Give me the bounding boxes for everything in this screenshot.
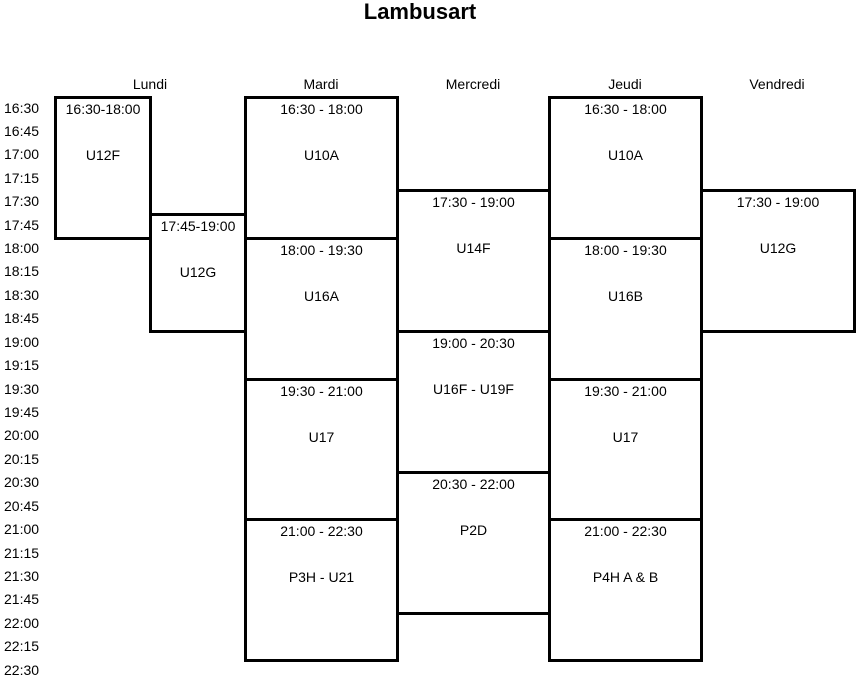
day-header-vendredi: Vendredi (749, 76, 805, 92)
session-team: U10A (607, 147, 644, 163)
session-time: 16:30 - 18:00 (280, 101, 363, 117)
time-label: 20:30 (4, 474, 40, 490)
time-label: 20:00 (4, 427, 40, 443)
session-block: 16:30 - 18:00 U10A (244, 96, 399, 240)
session-time: 19:00 - 20:30 (432, 335, 515, 351)
day-header-jeudi: Jeudi (608, 76, 642, 92)
time-label: 18:00 (4, 240, 40, 256)
session-block: 17:30 - 19:00 U14F (396, 189, 551, 333)
time-label: 22:15 (4, 638, 40, 654)
session-time: 17:30 - 19:00 (432, 194, 515, 210)
session-block: 19:30 - 21:00 U17 (244, 378, 399, 522)
time-label: 19:30 (4, 381, 40, 397)
session-time: 17:30 - 19:00 (736, 194, 820, 210)
time-label: 17:00 (4, 146, 40, 162)
session-time: 18:00 - 19:30 (584, 242, 667, 258)
session-team: U12G (179, 264, 217, 280)
session-block: 19:00 - 20:30 U16F - U19F (396, 330, 551, 474)
session-team: U12G (759, 240, 797, 256)
time-label: 21:45 (4, 591, 40, 607)
time-label: 18:45 (4, 310, 40, 326)
session-block: 16:30-18:00 U12F (54, 96, 152, 240)
session-team: P3H - U21 (288, 569, 355, 585)
session-team: U16A (303, 288, 340, 304)
session-block: 17:45-19:00 U12G (149, 213, 247, 333)
time-label: 21:00 (4, 521, 40, 537)
session-time: 17:45-19:00 (160, 218, 236, 234)
page-title: Lambusart (363, 0, 477, 24)
session-time: 21:00 - 22:30 (584, 523, 667, 539)
time-label: 22:30 (4, 662, 40, 678)
time-label: 18:15 (4, 263, 40, 279)
session-team: U14F (456, 240, 491, 256)
time-label: 17:30 (4, 193, 40, 209)
session-time: 21:00 - 22:30 (280, 523, 363, 539)
time-label: 16:30 (4, 100, 40, 116)
session-time: 20:30 - 22:00 (432, 476, 515, 492)
session-team: U10A (303, 147, 340, 163)
session-block: 16:30 - 18:00 U10A (548, 96, 703, 240)
session-block: 19:30 - 21:00 U17 (548, 378, 703, 522)
session-block: 20:30 - 22:00 P2D (396, 471, 551, 615)
time-label: 22:00 (4, 615, 40, 631)
session-team: U16F - U19F (433, 381, 514, 397)
time-label: 17:15 (4, 170, 40, 186)
time-label: 19:45 (4, 404, 40, 420)
time-label: 19:15 (4, 357, 40, 373)
time-label: 17:45 (4, 217, 40, 233)
session-block: 21:00 - 22:30 P4H A & B (548, 518, 703, 662)
session-team: P4H A & B (592, 569, 659, 585)
session-block: 18:00 - 19:30 U16A (244, 237, 399, 381)
session-time: 19:30 - 21:00 (280, 383, 363, 399)
session-block: 17:30 - 19:00 U12G (700, 189, 856, 333)
day-header-mercredi: Mercredi (445, 76, 501, 92)
session-team: P2D (459, 522, 488, 538)
time-label: 21:30 (4, 568, 40, 584)
time-label: 20:45 (4, 498, 40, 514)
session-team: U17 (308, 429, 335, 445)
session-team: U17 (612, 429, 639, 445)
day-header-mardi: Mardi (303, 76, 339, 92)
time-label: 18:30 (4, 287, 40, 303)
session-time: 16:30 - 18:00 (584, 101, 667, 117)
day-header-lundi: Lundi (132, 76, 168, 92)
session-block: 18:00 - 19:30 U16B (548, 237, 703, 381)
time-label: 19:00 (4, 334, 40, 350)
session-block: 21:00 - 22:30 P3H - U21 (244, 518, 399, 662)
time-label: 21:15 (4, 545, 40, 561)
time-label: 20:15 (4, 451, 40, 467)
session-time: 19:30 - 21:00 (584, 383, 667, 399)
time-label: 16:45 (4, 123, 40, 139)
session-team: U12F (85, 147, 121, 163)
session-team: U16B (607, 288, 644, 304)
session-time: 18:00 - 19:30 (280, 242, 363, 258)
session-time: 16:30-18:00 (65, 101, 141, 117)
